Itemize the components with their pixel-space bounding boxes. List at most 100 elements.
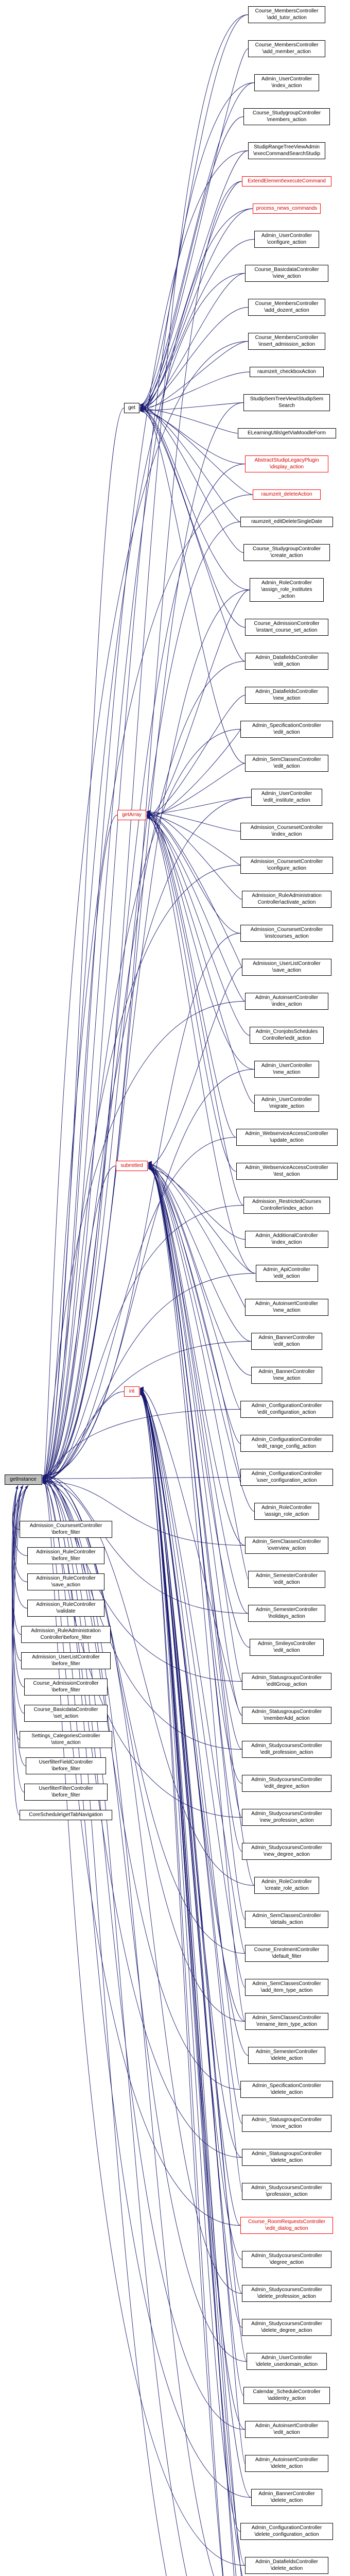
graph-node-int[interactable]: int (124, 1386, 139, 1397)
graph-node-r47[interactable]: Admin_SemClassesController\overview_acti… (245, 1537, 328, 1554)
graph-node-label: StudipSemTreeView\StudipSem (250, 396, 324, 402)
graph-node-label: \set_action (53, 1714, 79, 1719)
graph-node-r23[interactable]: Admin_SpecificationController\edit_actio… (240, 721, 333, 738)
graph-node-r57[interactable]: Admin_RoleController\create_role_action (254, 1877, 319, 1894)
graph-node-r10[interactable]: Course_MembersController\add_dozent_acti… (248, 299, 325, 316)
graph-node-label: \edit_action (273, 1274, 300, 1279)
graph-node-r55[interactable]: Admin_StudycoursesController\new_profess… (242, 1809, 331, 1826)
graph-node-r62[interactable]: Admin_SemesterController\delete_action (248, 2047, 325, 2064)
graph-node-label: \details_action (270, 1920, 303, 1925)
graph-node-r39[interactable]: Admin_ApiController\edit_action (255, 1265, 318, 1282)
graph-node-getArray[interactable]: getArray (117, 810, 146, 820)
graph-node-r51[interactable]: Admin_StatusgroupsController\editGroup_a… (242, 1673, 331, 1690)
graph-node-r5[interactable]: StudipRangeTreeViewAdmin\execCommandSear… (248, 142, 325, 159)
graph-node-r43[interactable]: Admin_ConfigurationController\edit_confi… (240, 1401, 333, 1418)
graph-node-label: Admission_RuleController (36, 1549, 96, 1555)
graph-node-r49[interactable]: Admin_SemesterController\holidays_action (248, 1605, 325, 1622)
graph-node-r12[interactable]: raumzeit_checkboxAction (250, 367, 324, 377)
graph-node-m6[interactable]: Admission_UserListController\before_filt… (21, 1652, 111, 1669)
graph-node-r4[interactable]: Course_StudygroupController\members_acti… (243, 108, 330, 125)
graph-node-r15[interactable]: AbstractStudipLegacyPlugin\display_actio… (245, 455, 328, 472)
graph-node-label: AbstractStudipLegacyPlugin (254, 457, 319, 463)
graph-node-r58[interactable]: Admin_SemClassesController\details_actio… (245, 1911, 328, 1928)
graph-node-r61[interactable]: Admin_SemClassesController\rename_item_t… (245, 2013, 328, 2030)
graph-node-r11[interactable]: Course_MembersController\insert_admissio… (248, 333, 325, 350)
graph-node-r34[interactable]: Admin_UserController\migrate_action (254, 1095, 319, 1112)
graph-node-r21[interactable]: Admin_DatafieldsController\edit_action (245, 653, 328, 670)
graph-node-r30[interactable]: Admission_UserListController\save_action (242, 959, 331, 976)
graph-node-get[interactable]: get (124, 403, 139, 413)
graph-node-r77[interactable]: Admin_DatafieldsController\delete_action (245, 2557, 328, 2574)
graph-node-r63[interactable]: Admin_SpecificationController\delete_act… (240, 2081, 333, 2098)
graph-node-r17[interactable]: raumzeit_editDeleteSingleDate (240, 517, 333, 527)
graph-node-r44[interactable]: Admin_ConfigurationController\edit_range… (240, 1435, 333, 1452)
graph-node-r20[interactable]: Course_AdmissionController\instant_cours… (245, 619, 328, 636)
graph-node-r7[interactable]: process_news_commands (253, 204, 321, 214)
graph-node-r72[interactable]: Calendar_ScheduleController\addentry_act… (243, 2387, 330, 2404)
graph-node-r71[interactable]: Admin_UserController\delete_userdomain_a… (247, 2353, 327, 2370)
graph-node-r18[interactable]: Course_StudygroupController\create_actio… (243, 544, 330, 561)
graph-node-r6[interactable]: ExtendElement\executeCommand (242, 176, 331, 187)
graph-node-r42[interactable]: Admin_BannerController\new_action (251, 1367, 322, 1384)
graph-node-r9[interactable]: Course_BasicdataController\view_action (245, 265, 328, 282)
graph-node-r67[interactable]: Course_RoomRequestsController\edit_dialo… (240, 2217, 333, 2234)
graph-node-r36[interactable]: Admin_WebserviceAccessController\test_ac… (236, 1163, 338, 1180)
graph-node-r66[interactable]: Admin_StudycoursesController\profession_… (242, 2183, 331, 2200)
graph-node-r53[interactable]: Admin_StudycoursesController\edit_profes… (242, 1741, 331, 1758)
graph-node-r35[interactable]: Admin_WebserviceAccessController\update_… (236, 1129, 338, 1146)
graph-node-r1[interactable]: Course_MembersController\add_tutor_actio… (248, 6, 325, 23)
graph-node-r73[interactable]: Admin_AutoinsertController\edit_action (245, 2421, 328, 2438)
graph-node-r27[interactable]: Admission_CoursesetController\configure_… (240, 857, 333, 874)
graph-node-r40[interactable]: Admin_AutoinsertController\new_action (245, 1299, 328, 1316)
graph-node-m7[interactable]: Course_AdmissionController\before_filter (24, 1679, 108, 1696)
graph-node-r16[interactable]: raumzeit_deleteAction (253, 489, 321, 500)
graph-node-r24[interactable]: Admin_SemClassesController\edit_action (245, 755, 328, 772)
graph-node-r26[interactable]: Admission_CoursesetController\index_acti… (240, 823, 333, 840)
graph-node-r41[interactable]: Admin_BannerController\edit_action (251, 1333, 322, 1350)
graph-node-r8[interactable]: Admin_UserController\configure_action (254, 231, 319, 248)
graph-node-r3[interactable]: Admin_UserController\index_action (254, 74, 319, 91)
graph-node-m2[interactable]: Admission_RuleController\before_filter (27, 1547, 104, 1564)
graph-node-m8[interactable]: Course_BasicdataController\set_action (24, 1705, 108, 1722)
graph-node-r60[interactable]: Admin_SemClassesController\add_item_type… (245, 1979, 328, 1996)
graph-node-r64[interactable]: Admin_StatusgroupsController\move_action (242, 2115, 331, 2132)
graph-node-r33[interactable]: Admin_UserController\new_action (254, 1061, 319, 1078)
graph-node-r46[interactable]: Admin_RoleController\assign_role_action (254, 1503, 319, 1520)
graph-node-submitted[interactable]: submitted (116, 1161, 148, 1171)
graph-node-m10[interactable]: UserfilterFieldController\before_filter (26, 1757, 106, 1774)
graph-node-r59[interactable]: Course_EnrolmentController\default_filte… (245, 1945, 328, 1962)
graph-node-r31[interactable]: Admin_AutoinsertController\index_action (245, 993, 328, 1010)
graph-node-r14[interactable]: ELearningUtils\getViaMoodleForm (237, 428, 336, 438)
graph-node-r29[interactable]: Admission_CoursesetController\instcourse… (240, 925, 333, 942)
graph-node-r70[interactable]: Admin_StudycoursesController\delete_degr… (242, 2319, 331, 2336)
graph-node-m12[interactable]: CoreSchedule\getTabNavigation (20, 1810, 112, 1820)
graph-node-r74[interactable]: Admin_AutoinsertController\delete_action (245, 2455, 328, 2472)
graph-node-r68[interactable]: Admin_StudycoursesController\degree_acti… (242, 2251, 331, 2268)
graph-node-r52[interactable]: Admin_StatusgroupsController\memberAdd_a… (242, 1707, 331, 1724)
graph-node-r48[interactable]: Admin_SemesterController\edit_action (248, 1571, 325, 1588)
graph-node-r38[interactable]: Admin_AdditionalController\index_action (245, 1231, 328, 1248)
graph-node-m3[interactable]: Admission_RuleController\save_action (27, 1573, 104, 1590)
graph-node-r22[interactable]: Admin_DatafieldsController\new_action (245, 687, 328, 704)
graph-node-r19[interactable]: Admin_RoleController\assign_role_institu… (250, 578, 324, 602)
graph-node-r75[interactable]: Admin_BannerController\delete_action (251, 2489, 322, 2506)
graph-node-r54[interactable]: Admin_StudycoursesController\edit_degree… (242, 1775, 331, 1792)
graph-node-m1[interactable]: Admission_CoursesetController\before_fil… (20, 1521, 112, 1538)
graph-node-r25[interactable]: Admin_UserController\edit_institute_acti… (251, 789, 322, 806)
graph-node-r45[interactable]: Admin_ConfigurationController\user_confi… (240, 1469, 333, 1486)
graph-node-r76[interactable]: Admin_ConfigurationController\delete_con… (240, 2523, 333, 2540)
graph-node-r2[interactable]: Course_MembersController\add_member_acti… (248, 40, 325, 57)
graph-node-m4[interactable]: Admission_RuleController\validate (27, 1600, 104, 1617)
graph-node-m9[interactable]: Settings_CategoriesController\store_acti… (20, 1731, 112, 1748)
graph-node-m11[interactable]: UserfilterFilterController\before_filter (24, 1784, 108, 1801)
graph-node-r50[interactable]: Admin_SmileysController\edit_action (250, 1639, 324, 1656)
graph-node-label: \members_action (267, 117, 307, 123)
graph-node-r65[interactable]: Admin_StatusgroupsController\delete_acti… (242, 2149, 331, 2166)
graph-node-r56[interactable]: Admin_StudycoursesController\new_degree_… (242, 1843, 331, 1860)
graph-node-r69[interactable]: Admin_StudycoursesController\delete_prof… (242, 2285, 331, 2302)
